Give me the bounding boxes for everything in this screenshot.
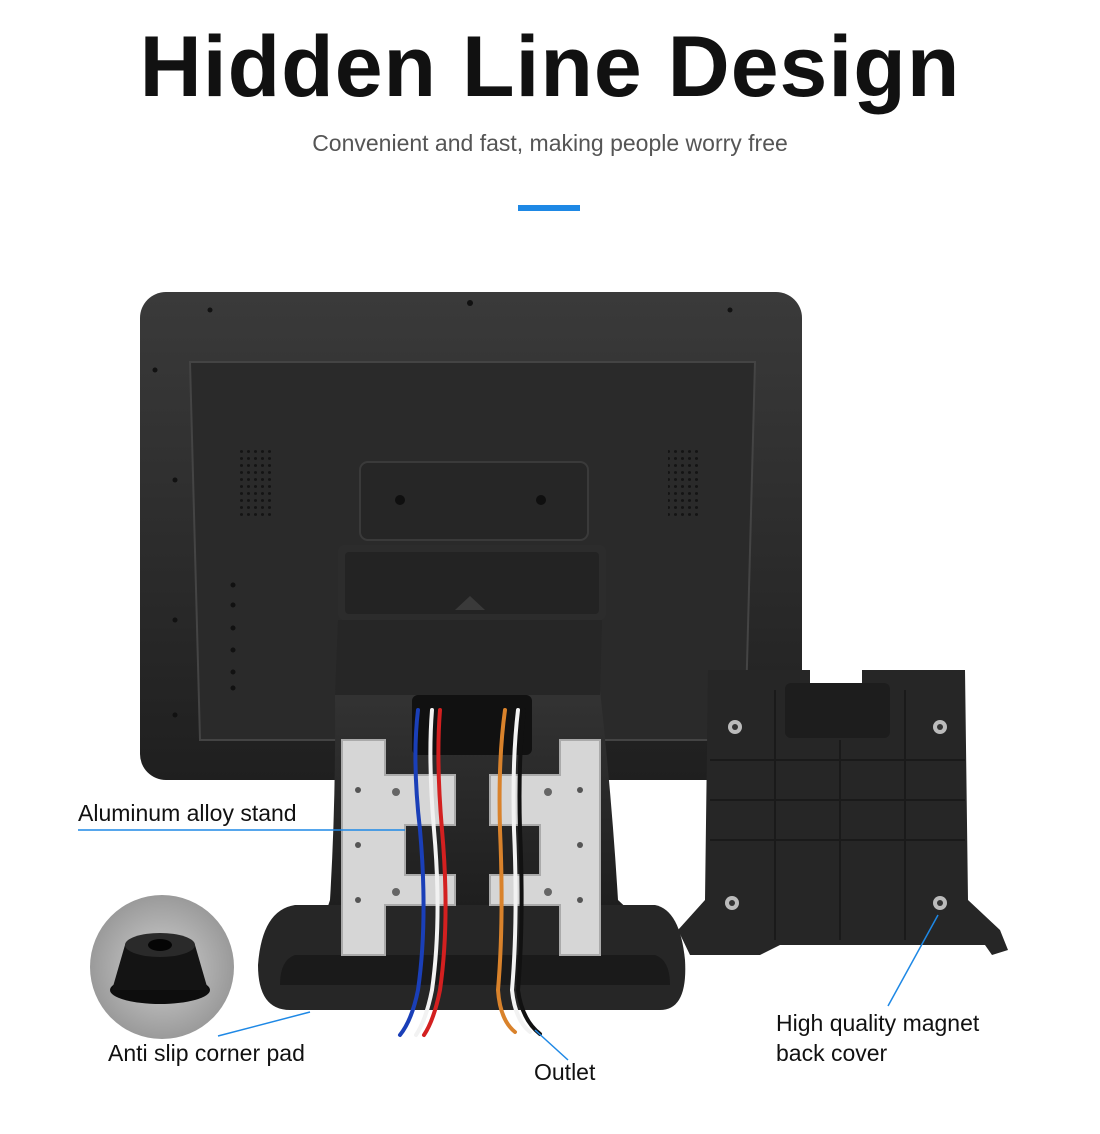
callout-magnet-cover-line2: back cover xyxy=(776,1040,888,1066)
callout-outlet: Outlet xyxy=(534,1059,596,1085)
callout-lines xyxy=(78,829,939,1061)
monitor-back xyxy=(140,292,802,780)
left-speaker-grille xyxy=(240,450,272,520)
callout-magnet-cover-line1: High quality magnet xyxy=(776,1010,980,1036)
magnet-back-cover xyxy=(678,670,1008,955)
right-speaker-grille xyxy=(668,450,700,520)
accent-divider xyxy=(518,205,580,211)
side-ports xyxy=(230,582,236,691)
stand-hinge xyxy=(338,545,606,620)
routed-cables xyxy=(398,708,542,1037)
callout-anti-slip-pad: Anti slip corner pad xyxy=(108,1040,305,1066)
page-subtitle: Convenient and fast, making people worry… xyxy=(312,130,788,156)
anti-slip-pad-inset xyxy=(90,895,234,1039)
callout-aluminum-stand: Aluminum alloy stand xyxy=(78,800,297,826)
page-title: Hidden Line Design xyxy=(139,19,961,115)
